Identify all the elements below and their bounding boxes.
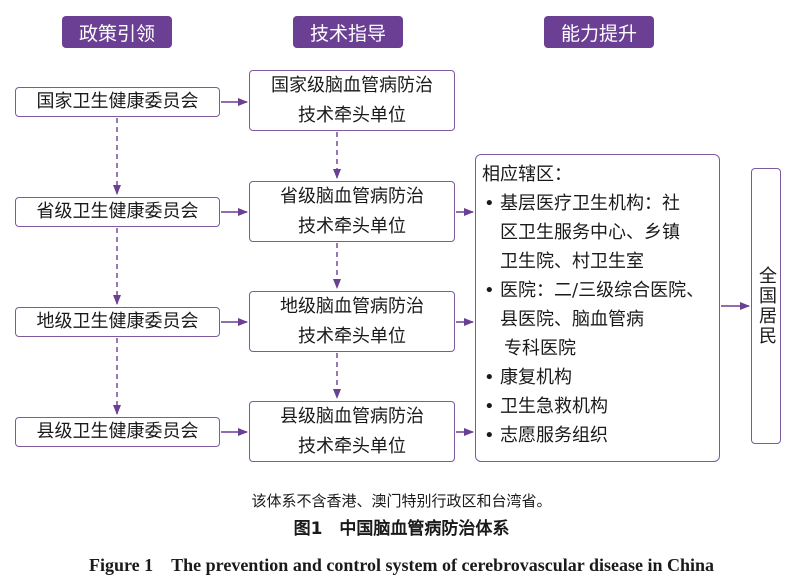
residents-box: 全国居民 (751, 168, 781, 444)
region-item-hospitals-line2: 县医院、脑血管病 (500, 309, 644, 330)
region-item-hospitals-line3: 专科医院 (504, 338, 576, 359)
header-tech: 技术指导 (293, 16, 403, 48)
header-policy: 政策引领 (62, 16, 172, 48)
region-item-rehab: 康复机构 (482, 363, 713, 392)
region-item-primary-care-line1: 基层医疗卫生机构：社 (500, 193, 680, 214)
tech-unit-national-line2: 技术牵头单位 (298, 104, 406, 126)
tech-unit-county-line1: 县级脑血管病防治 (280, 405, 424, 427)
header-ability: 能力提升 (544, 16, 654, 48)
tech-unit-provincial-line1: 省级脑血管病防治 (280, 185, 424, 207)
tech-unit-prefectural-line1: 地级脑血管病防治 (280, 295, 424, 317)
tech-unit-provincial-line2: 技术牵头单位 (298, 215, 406, 237)
region-list: 基层医疗卫生机构：社 区卫生服务中心、乡镇 卫生院、村卫生室 医院：二/三级综合… (482, 189, 713, 450)
region-box: 相应辖区： 基层医疗卫生机构：社 区卫生服务中心、乡镇 卫生院、村卫生室 医院：… (475, 154, 720, 462)
commission-provincial: 省级卫生健康委员会 (15, 197, 220, 227)
tech-unit-prefectural-line2: 技术牵头单位 (298, 325, 406, 347)
footnote: 该体系不含香港、澳门特别行政区和台湾省。 (251, 492, 552, 510)
tech-unit-national-line1: 国家级脑血管病防治 (271, 74, 433, 96)
region-item-volunteer: 志愿服务组织 (482, 421, 713, 450)
commission-county: 县级卫生健康委员会 (15, 417, 220, 447)
region-title: 相应辖区： (482, 164, 572, 185)
tech-unit-provincial: 省级脑血管病防治 技术牵头单位 (249, 181, 455, 242)
commission-prefectural: 地级卫生健康委员会 (15, 307, 220, 337)
region-item-hospitals-line1: 医院：二/三级综合医院、 (500, 280, 705, 301)
commission-national: 国家卫生健康委员会 (15, 87, 220, 117)
tech-unit-county: 县级脑血管病防治 技术牵头单位 (249, 401, 455, 462)
region-item-hospitals: 医院：二/三级综合医院、 县医院、脑血管病 专科医院 (482, 276, 713, 363)
region-item-emergency: 卫生急救机构 (482, 392, 713, 421)
figure-caption-cn: 图1 中国脑血管病防治体系 (293, 519, 510, 539)
region-item-primary-care: 基层医疗卫生机构：社 区卫生服务中心、乡镇 卫生院、村卫生室 (482, 189, 713, 276)
region-item-primary-care-line2: 区卫生服务中心、乡镇 (500, 222, 680, 243)
figure-caption-en: Figure 1 The prevention and control syst… (88, 555, 714, 575)
region-item-primary-care-line3: 卫生院、村卫生室 (500, 251, 644, 272)
tech-unit-county-line2: 技术牵头单位 (298, 435, 406, 457)
tech-unit-national: 国家级脑血管病防治 技术牵头单位 (249, 70, 455, 131)
tech-unit-prefectural: 地级脑血管病防治 技术牵头单位 (249, 291, 455, 352)
